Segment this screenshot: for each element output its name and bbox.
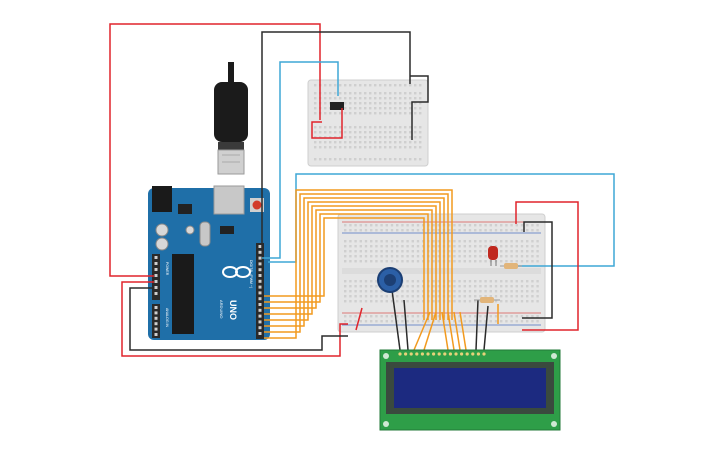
power-jack bbox=[152, 186, 172, 212]
wire-black-top[interactable] bbox=[261, 31, 411, 250]
power-section-label: POWER bbox=[165, 262, 169, 276]
orange-wire-bundle[interactable] bbox=[264, 189, 499, 351]
resistor-led[interactable] bbox=[500, 263, 522, 269]
wire-red-short[interactable] bbox=[355, 307, 363, 331]
slide-switch[interactable] bbox=[330, 102, 344, 110]
small-breadboard[interactable] bbox=[307, 79, 429, 167]
analog-header[interactable] bbox=[152, 304, 160, 338]
wire-blue-top[interactable] bbox=[262, 61, 339, 259]
arduino-uno-board[interactable]: UNO ARDUINO DIGITAL (PWM ~) POWER ANALOG… bbox=[148, 185, 270, 340]
wire-black-sbb[interactable] bbox=[410, 75, 429, 140]
wire-black-bottom[interactable] bbox=[129, 287, 348, 351]
resistor-lcd[interactable] bbox=[474, 297, 500, 303]
usb-cable-icon bbox=[214, 62, 248, 175]
red-led[interactable] bbox=[488, 246, 498, 266]
main-breadboard[interactable] bbox=[337, 213, 546, 333]
board-name: UNO bbox=[228, 300, 238, 320]
lcd-module[interactable] bbox=[379, 349, 561, 431]
reset-button[interactable] bbox=[252, 200, 262, 210]
wire-blue-right[interactable] bbox=[268, 173, 615, 267]
wire-red-top[interactable] bbox=[109, 23, 321, 277]
arduino-infinity-logo-icon bbox=[222, 266, 251, 278]
brand-label: ARDUINO bbox=[219, 300, 224, 318]
usb-port bbox=[213, 185, 245, 215]
analog-section-label: ANALOG IN bbox=[165, 308, 169, 328]
wire-red-sbb[interactable] bbox=[311, 108, 343, 139]
atmega-chip bbox=[172, 254, 194, 334]
wire-red-bottom[interactable] bbox=[121, 281, 348, 357]
wire-red-right[interactable] bbox=[515, 201, 579, 331]
potentiometer[interactable] bbox=[377, 267, 403, 293]
digital-header[interactable] bbox=[256, 243, 264, 339]
lcd-connection-wires[interactable] bbox=[391, 289, 489, 351]
wire-black-right[interactable] bbox=[522, 221, 553, 319]
digital-section-label: DIGITAL (PWM ~) bbox=[249, 260, 253, 288]
lcd-screen bbox=[394, 368, 546, 408]
